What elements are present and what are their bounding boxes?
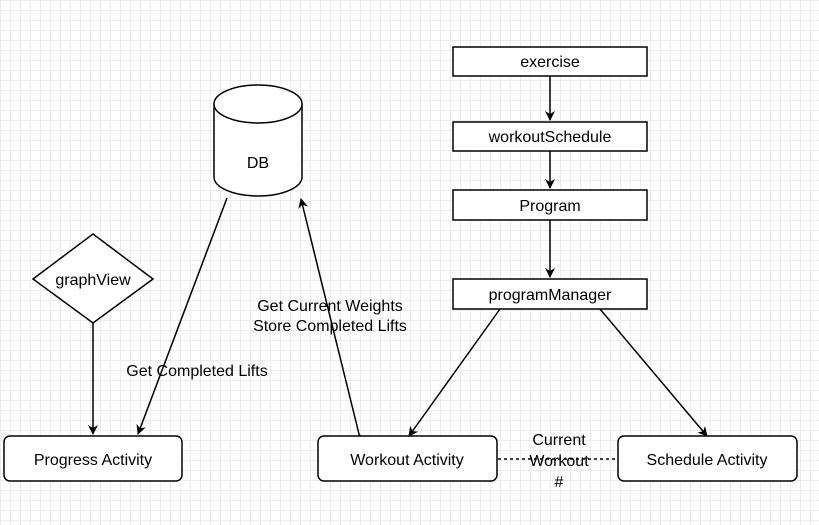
node-program-label: Program <box>519 198 580 215</box>
node-graphview-label: graphView <box>55 272 131 289</box>
node-workout-activity[interactable]: Workout Activity <box>317 435 498 482</box>
node-workoutschedule-label: workoutSchedule <box>488 129 612 146</box>
edge-programmanager-to-workout <box>408 308 501 437</box>
edges <box>88 76 708 460</box>
node-programmanager-label: programManager <box>489 287 612 304</box>
edge-db-workout-bidirectional <box>298 198 367 444</box>
node-schedule-activity[interactable]: Schedule Activity <box>617 435 798 482</box>
label-store-completed-lifts: Store Completed Lifts <box>253 318 407 335</box>
label-get-completed-lifts: Get Completed Lifts <box>126 363 267 380</box>
node-workout-activity-label: Workout Activity <box>350 452 464 469</box>
node-progress-activity[interactable]: Progress Activity <box>3 435 183 482</box>
label-get-current-weights: Get Current Weights <box>257 298 403 315</box>
label-current: Current <box>532 432 586 449</box>
node-progress-activity-label: Progress Activity <box>34 452 152 469</box>
node-workoutschedule[interactable]: workoutSchedule <box>452 121 648 152</box>
edge-db-to-progress <box>136 197 228 435</box>
label-workout: Workout <box>529 453 589 470</box>
node-programmanager[interactable]: programManager <box>452 278 648 310</box>
node-program[interactable]: Program <box>452 189 648 221</box>
node-schedule-activity-label: Schedule Activity <box>647 452 768 469</box>
label-hash: # <box>555 474 564 491</box>
node-graphview[interactable]: graphView <box>31 233 155 324</box>
edge-programmanager-to-schedule <box>599 308 708 437</box>
node-exercise-label: exercise <box>520 54 580 71</box>
node-exercise[interactable]: exercise <box>452 46 648 77</box>
node-db-cylinder[interactable]: DB <box>213 84 303 197</box>
node-db-label: DB <box>247 155 269 172</box>
